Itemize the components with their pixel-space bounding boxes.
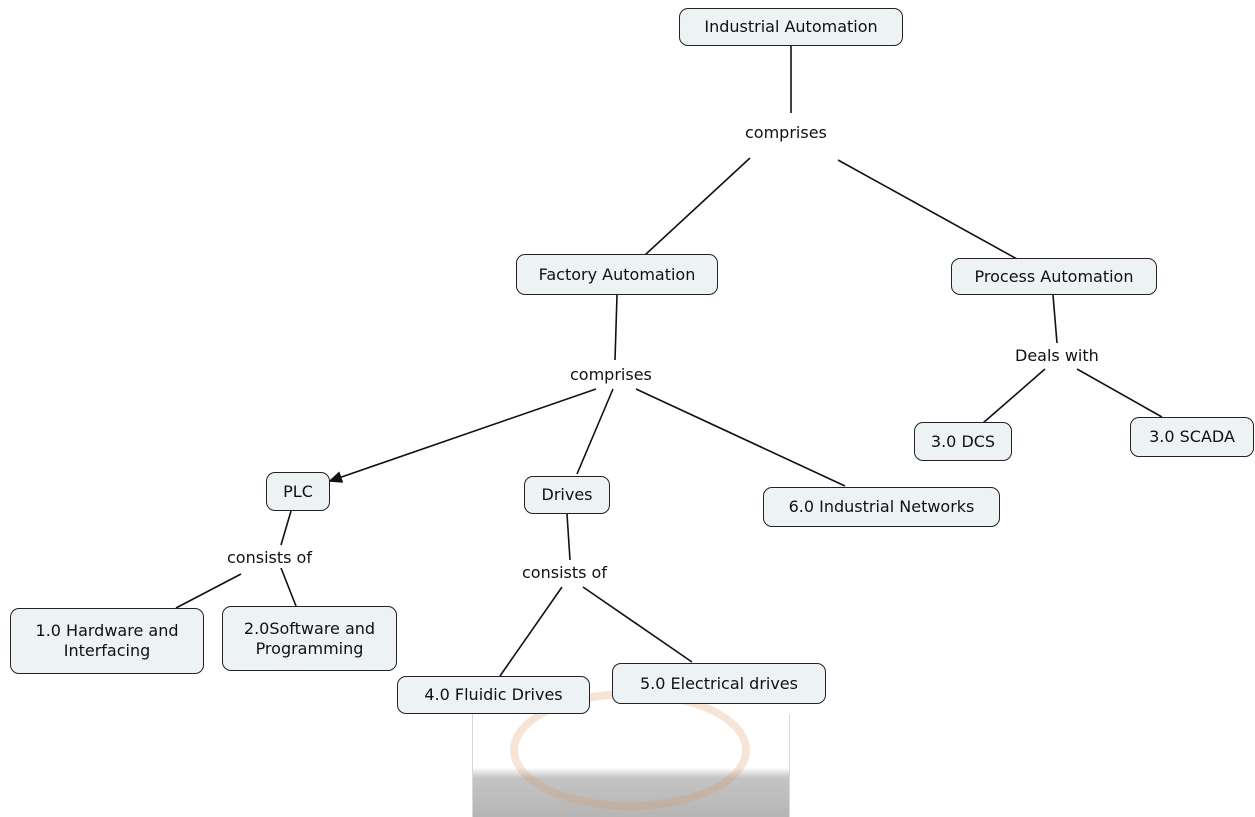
node-dcs[interactable]: 3.0 DCS [914,422,1012,461]
node-factory-automation[interactable]: Factory Automation [516,254,718,295]
edge-consistsof-hardware [175,573,242,609]
edge-drives-consistsof [566,513,571,561]
edge-factory-comprises [614,294,618,361]
node-drives[interactable]: Drives [524,476,610,514]
edge-process-dealswith [1052,294,1058,344]
node-plc[interactable]: PLC [266,472,330,511]
link-label-consists-of-drives: consists of [520,563,609,583]
node-hardware-interfacing[interactable]: 1.0 Hardware and Interfacing [10,608,204,674]
link-label-comprises: comprises [743,123,829,143]
edge-comprises-plc [328,388,597,483]
node-fluidic-drives[interactable]: 4.0 Fluidic Drives [397,676,590,714]
edge-comprises-drives [576,388,614,475]
edge-comprises-factory [644,157,751,256]
node-industrial-automation[interactable]: Industrial Automation [679,8,903,46]
edge-dealswith-dcs [982,368,1046,424]
node-scada[interactable]: 3.0 SCADA [1130,417,1254,457]
node-industrial-networks[interactable]: 6.0 Industrial Networks [763,487,1000,527]
node-process-automation[interactable]: Process Automation [951,258,1157,295]
link-label-comprises-factory: comprises [568,365,654,385]
edge-comprises-process [837,159,1018,260]
link-label-deals-with: Deals with [1013,346,1101,366]
edge-consistsof-fluidic [499,586,563,677]
edge-plc-consistsof [280,510,292,546]
node-electrical-drives[interactable]: 5.0 Electrical drives [612,663,826,704]
edge-consistsof-software [280,567,297,607]
link-label-consists-of-plc: consists of [225,548,314,568]
edge-dealswith-scada [1076,368,1163,418]
node-software-programming[interactable]: 2.0Software and Programming [222,606,397,671]
edge-comprises-networks [635,388,846,487]
edge-consistsof-electrical [582,586,693,663]
